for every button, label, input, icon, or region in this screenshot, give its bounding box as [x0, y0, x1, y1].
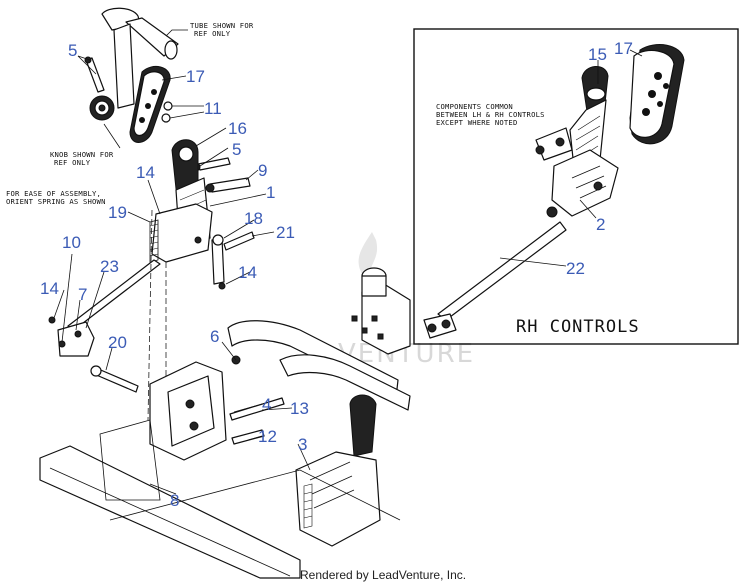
callout-7: 7 [78, 285, 87, 304]
tube-note-line-2: REF ONLY [194, 29, 231, 38]
callout-1: 1 [266, 183, 275, 202]
pin-9-and-bracket-1 [151, 177, 251, 263]
knob-note-line-2: REF ONLY [54, 158, 91, 167]
footer-credit: Rendered by LeadVenture, Inc. [300, 568, 466, 582]
common-note-line-1: COMPONENTS COMMON [436, 102, 513, 111]
common-note-line-2: BETWEEN LH & RH CONTROLS [436, 110, 545, 119]
callout-14-middle: 14 [238, 263, 257, 282]
common-note-line-3: EXCEPT WHERE NOTED [436, 118, 518, 127]
rh-lever-3 [295, 394, 381, 547]
callout-14-lower: 14 [40, 279, 59, 298]
callout-12: 12 [258, 427, 277, 446]
callout-21: 21 [276, 223, 295, 242]
callout-17: 17 [186, 67, 205, 86]
inset-frame [413, 28, 739, 345]
callout-10: 10 [62, 233, 81, 252]
knob-note-line-1: KNOB SHOWN FOR [50, 150, 114, 159]
assembly-note-line-1: FOR EASE OF ASSEMBLY, [6, 189, 101, 198]
callout-6: 6 [210, 327, 219, 346]
callout-18: 18 [244, 209, 263, 228]
knob-reference [89, 95, 115, 121]
callout-5-upper: 5 [68, 41, 77, 60]
mount-plate-4 [99, 361, 227, 501]
callout-22: 22 [566, 259, 585, 278]
callout-numbers: 5 17 11 16 5 9 14 1 19 18 21 14 10 23 14… [40, 39, 633, 510]
inset-title: RH CONTROLS [516, 317, 640, 337]
callout-5-lower: 5 [232, 140, 241, 159]
callout-17-inset: 17 [614, 39, 633, 58]
spring-19 [149, 219, 159, 263]
callout-16: 16 [228, 119, 247, 138]
tube-note-line-1: TUBE SHOWN FOR [190, 21, 254, 30]
inset-grip-17 [629, 44, 685, 145]
callout-8: 8 [170, 491, 179, 510]
inset-lever-15 [535, 66, 619, 218]
inset-rod-22 [423, 221, 567, 339]
grip-17 [129, 65, 171, 143]
tube-reference [101, 7, 179, 109]
callout-19: 19 [108, 203, 127, 222]
callout-3: 3 [298, 435, 307, 454]
deck-edge [109, 469, 401, 521]
pins-12-13 [229, 355, 285, 445]
watermark-flame-icon [358, 232, 378, 280]
assembly-note-line-2: ORIENT SPRING AS SHOWN [6, 197, 106, 206]
callout-11: 11 [204, 99, 222, 118]
callout-23: 23 [100, 257, 119, 276]
callout-14-upper: 14 [136, 163, 155, 182]
callout-20: 20 [108, 333, 127, 352]
leader-lines [53, 29, 643, 495]
damper-18-21 [211, 231, 255, 290]
bolt-20 [90, 365, 139, 393]
callout-2: 2 [596, 215, 605, 234]
chassis-frame [39, 267, 411, 579]
callout-4: 4 [262, 395, 271, 414]
callout-9: 9 [258, 161, 267, 180]
callout-13: 13 [290, 399, 309, 418]
callout-15: 15 [588, 45, 607, 64]
dashed-guide-left [147, 209, 153, 421]
